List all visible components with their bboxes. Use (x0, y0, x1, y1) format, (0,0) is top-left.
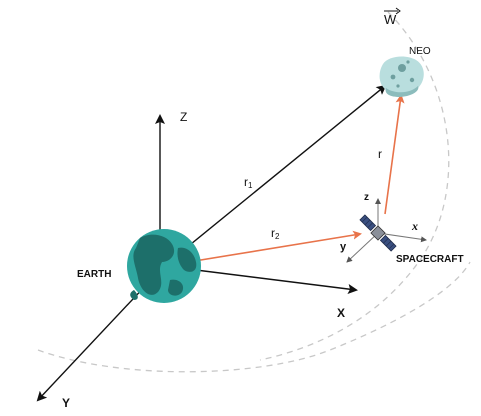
z-axis-label: Z (180, 110, 187, 124)
x-axis-label: X (337, 306, 345, 320)
neo-orbit-arc (259, 11, 450, 361)
earth-label: EARTH (77, 269, 111, 280)
earth-orbit-arc (37, 261, 471, 373)
earth-globe (127, 229, 201, 303)
w-vector-label: W (384, 7, 401, 27)
sc-z-label: z (364, 192, 369, 203)
sc-x-label: x (411, 219, 418, 233)
r1-label: r1 (244, 175, 253, 190)
neo-label: NEO (409, 46, 431, 57)
r-vector (384, 94, 405, 215)
r-label: r (378, 147, 382, 161)
r1-vector (163, 84, 387, 267)
spacecraft (359, 214, 397, 252)
w-label: W (384, 12, 397, 27)
sc-y-label: y (340, 241, 347, 253)
spacecraft-label: SPACECRAFT (396, 254, 464, 265)
neo-asteroid (379, 56, 424, 97)
y-axis-label: Y (62, 396, 70, 410)
r2-label: r2 (271, 226, 280, 241)
